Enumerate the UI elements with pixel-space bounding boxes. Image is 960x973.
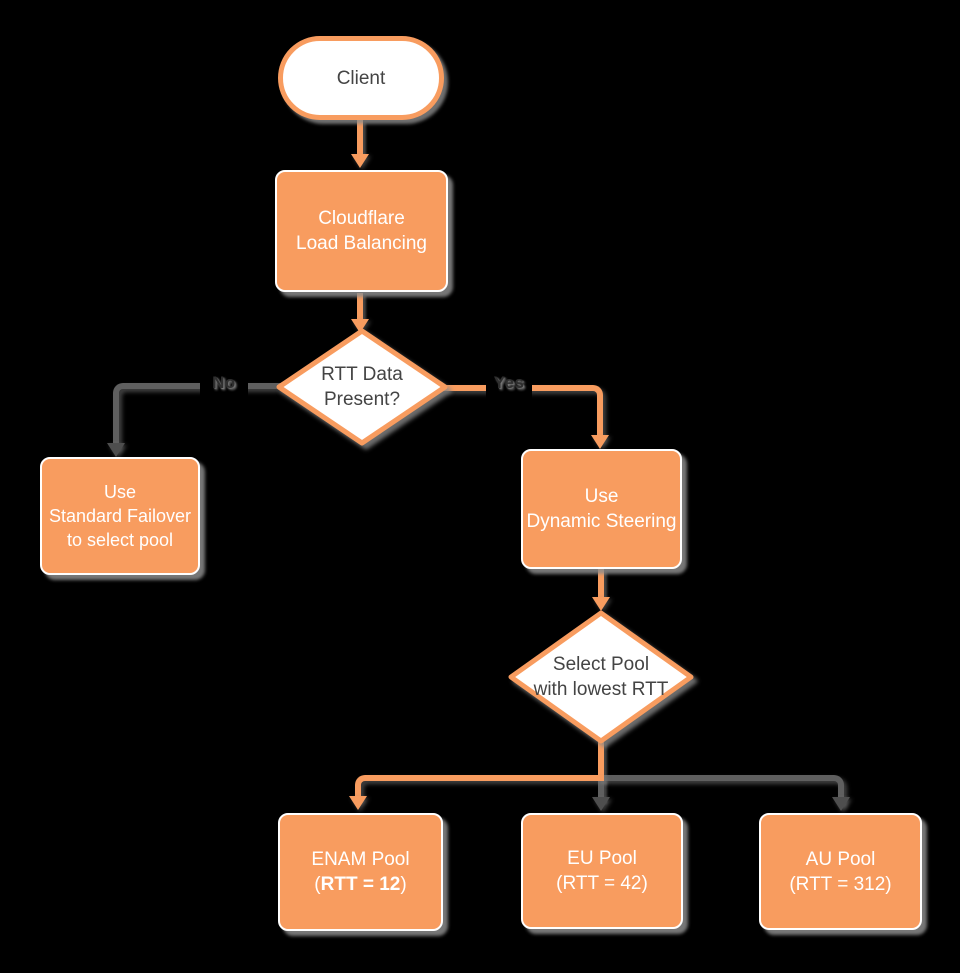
node-select-pool-shape [508, 610, 694, 744]
edge-label-no: No [200, 368, 248, 398]
node-eu-pool: EU Pool (RTT = 42) [521, 813, 683, 929]
node-client-label: Client [336, 67, 386, 89]
au-pool-rtt: (RTT = 312) [789, 873, 892, 895]
node-load-balancer: Cloudflare Load Balancing [275, 170, 448, 292]
eu-pool-title: EU Pool [567, 848, 637, 869]
connector-select-to-eu [598, 779, 604, 801]
connector-steering-to-select-pool [598, 569, 604, 597]
edge-label-no-text: No [212, 373, 236, 392]
enam-pool-title: ENAM Pool [311, 849, 410, 870]
arrowhead-rtt-decision [351, 319, 369, 333]
au-pool-title: AU Pool [805, 848, 876, 870]
connector-select-to-au [598, 775, 844, 805]
connector-no-branch [113, 383, 283, 449]
enam-rtt-close: ) [400, 874, 407, 895]
arrowhead-loadbalancer [351, 154, 369, 168]
connector-select-to-enam [355, 775, 604, 801]
node-client: Client [278, 36, 444, 120]
node-select-pool-label: Select Pool with lowest RTT [506, 608, 696, 746]
arrowhead-au [832, 797, 850, 811]
enam-rtt-value: RTT = 12 [320, 874, 401, 895]
node-dynamic-steering-label: Use Dynamic Steering [526, 486, 677, 532]
select-pool-text: Select Pool with lowest RTT [533, 654, 669, 700]
edge-label-yes-text: Yes [493, 373, 525, 392]
arrowhead-select-pool [592, 597, 610, 611]
enam-rtt-open: ( [314, 874, 321, 895]
node-dynamic-steering: Use Dynamic Steering [521, 449, 682, 569]
node-rtt-decision-label: RTT Data Present? [274, 326, 450, 448]
node-au-pool: AU Pool (RTT = 312) [759, 813, 922, 930]
connector-loadbalancer-to-rtt-decision [357, 293, 363, 319]
connector-select-pool-stem [598, 740, 604, 781]
node-standard-failover: Use Standard Failover to select pool [40, 457, 200, 575]
edge-label-yes: Yes [486, 367, 532, 399]
node-standard-failover-label: Use Standard Failover to select pool [48, 482, 192, 550]
rtt-decision-text: RTT Data Present? [321, 364, 403, 410]
node-rtt-decision-shape [276, 328, 448, 446]
node-load-balancer-label: Cloudflare Load Balancing [296, 208, 427, 254]
arrowhead-no-branch [107, 443, 125, 457]
enam-pool-rtt: (RTT = 12) [314, 872, 406, 897]
eu-pool-rtt: (RTT = 42) [556, 873, 648, 894]
arrowhead-yes-branch [591, 435, 609, 449]
connector-client-to-loadbalancer [357, 120, 363, 156]
arrowhead-enam [349, 796, 367, 810]
node-enam-pool: ENAM Pool (RTT = 12) [278, 813, 443, 931]
